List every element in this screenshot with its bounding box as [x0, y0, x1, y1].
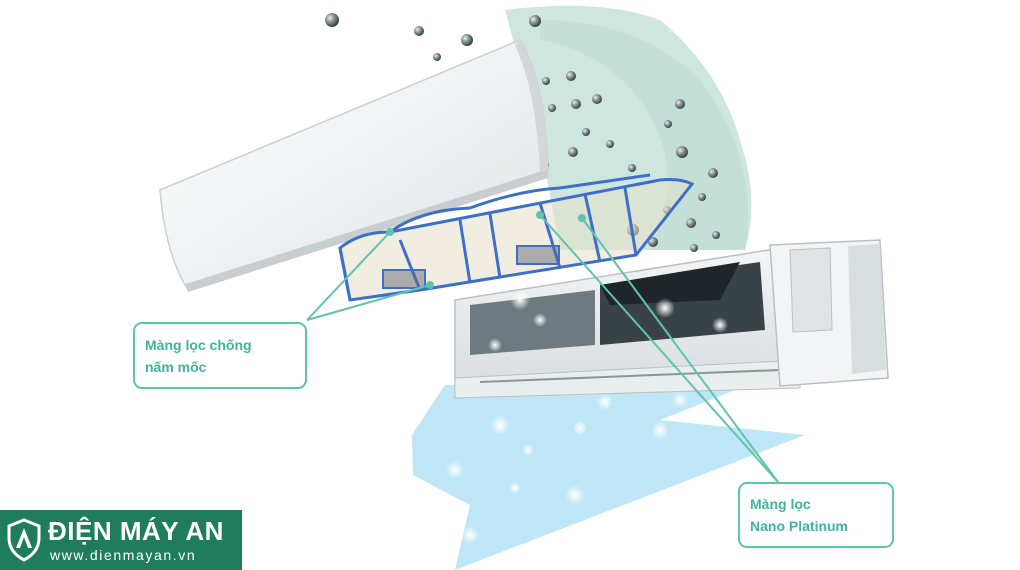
brand-url: www.dienmayan.vn [50, 547, 197, 563]
filter-frames [338, 173, 695, 302]
intake-air-shade [540, 20, 748, 250]
brand-name: ĐIỆN MÁY AN [48, 516, 224, 546]
callout-antifungal-line2: nấm mốc [145, 359, 207, 375]
callout-leader-lines [306, 211, 779, 483]
shield-icon [7, 518, 41, 562]
callout-nano-platinum-filter: Màng lọc Nano Platinum [738, 482, 894, 548]
callout-antifungal-filter: Màng lọc chống nấm mốc [133, 322, 307, 389]
callout-nano-line1: Màng lọc [750, 496, 811, 512]
airflow-arrow [412, 380, 805, 570]
brand-logo: ĐIỆN MÁY AN www.dienmayan.vn [0, 510, 242, 570]
ion-sparkles [446, 290, 728, 544]
front-cover-panel [159, 39, 549, 292]
callout-antifungal-line1: Màng lọc chống [145, 337, 252, 353]
callout-nano-line2: Nano Platinum [750, 518, 849, 534]
